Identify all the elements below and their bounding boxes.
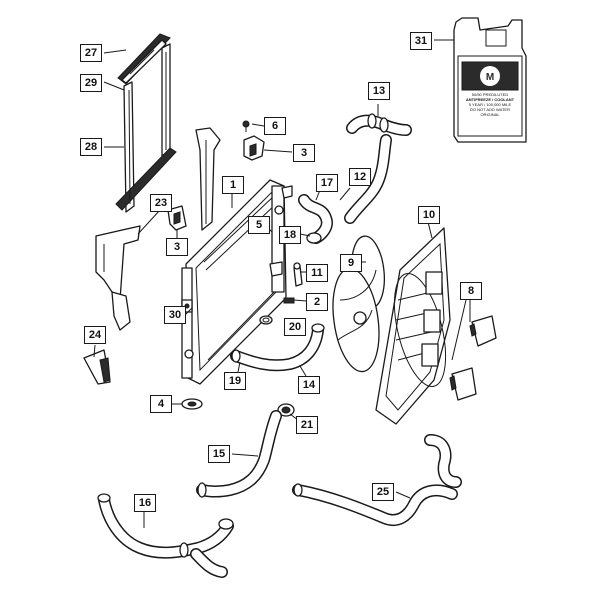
callout-13: 13 bbox=[368, 82, 390, 100]
callout-17: 17 bbox=[316, 174, 338, 192]
jug-line-5: ORIGINAL bbox=[480, 112, 500, 117]
cap-part-21 bbox=[277, 403, 295, 417]
sensor-part-11 bbox=[293, 262, 303, 287]
callout-23: 23 bbox=[150, 194, 172, 212]
callout-8: 8 bbox=[460, 282, 482, 300]
hose-part-13 bbox=[346, 113, 412, 136]
coolant-jug-part-31: M bbox=[453, 17, 527, 143]
callout-19: 19 bbox=[224, 372, 246, 390]
upper-hose-part-17 bbox=[298, 194, 333, 244]
bracket-part-24 bbox=[83, 349, 111, 385]
fan-part-9 bbox=[332, 235, 386, 373]
callout-3-upper: 3 bbox=[293, 144, 315, 162]
callout-31: 31 bbox=[410, 32, 432, 50]
callout-28: 28 bbox=[80, 138, 102, 156]
callout-1: 1 bbox=[222, 176, 244, 194]
callout-15: 15 bbox=[208, 445, 230, 463]
callout-20: 20 bbox=[284, 318, 306, 336]
callout-11: 11 bbox=[306, 264, 328, 282]
callout-27: 27 bbox=[80, 44, 102, 62]
callout-24: 24 bbox=[84, 326, 106, 344]
callout-16: 16 bbox=[134, 494, 156, 512]
clamp-part-20 bbox=[259, 315, 273, 325]
fan-shroud-part-10 bbox=[375, 227, 451, 425]
callout-5: 5 bbox=[248, 216, 270, 234]
callout-25: 25 bbox=[372, 483, 394, 501]
callout-30: 30 bbox=[164, 306, 186, 324]
jug-line-3: 5 YEAR / 100,000 MILE bbox=[468, 102, 512, 107]
grommet-part-4 bbox=[181, 398, 203, 410]
jug-line-4: DO NOT ADD WATER bbox=[470, 107, 510, 112]
coolant-jug-label: 50/50 PREDILUTED ANTIFREEZE / COOLANT 5 … bbox=[462, 92, 518, 117]
bolt-part-2 bbox=[283, 297, 295, 304]
callout-3-lower: 3 bbox=[166, 238, 188, 256]
hose-part-15 bbox=[196, 410, 282, 498]
callout-29: 29 bbox=[80, 74, 102, 92]
callout-9: 9 bbox=[340, 254, 362, 272]
side-baffle-part-28 bbox=[115, 43, 177, 213]
callout-14: 14 bbox=[298, 376, 320, 394]
hose-part-14 bbox=[230, 323, 325, 372]
air-deflector-part-23 bbox=[95, 225, 141, 331]
jug-line-2: ANTIFREEZE / COOLANT bbox=[465, 97, 515, 102]
clip-part-6 bbox=[242, 120, 250, 132]
fan-resistor-part-8 bbox=[449, 315, 497, 401]
hose-part-16 bbox=[97, 493, 234, 578]
upright-bracket bbox=[195, 127, 221, 231]
jug-line-1: 50/50 PREDILUTED bbox=[471, 92, 509, 97]
svg-text:M: M bbox=[486, 72, 494, 83]
callout-21: 21 bbox=[296, 416, 318, 434]
bracket-part-3-lower bbox=[167, 205, 187, 231]
callout-4: 4 bbox=[150, 395, 172, 413]
bracket-part-3-upper bbox=[243, 135, 265, 161]
hose-part-12 bbox=[344, 134, 392, 224]
callout-10: 10 bbox=[418, 206, 440, 224]
callout-6: 6 bbox=[264, 117, 286, 135]
upper-seal-part-27 bbox=[117, 33, 171, 85]
callout-12: 12 bbox=[349, 168, 371, 186]
callout-2: 2 bbox=[306, 293, 328, 311]
heater-tube-part-25 bbox=[292, 434, 462, 527]
callout-18: 18 bbox=[279, 226, 301, 244]
